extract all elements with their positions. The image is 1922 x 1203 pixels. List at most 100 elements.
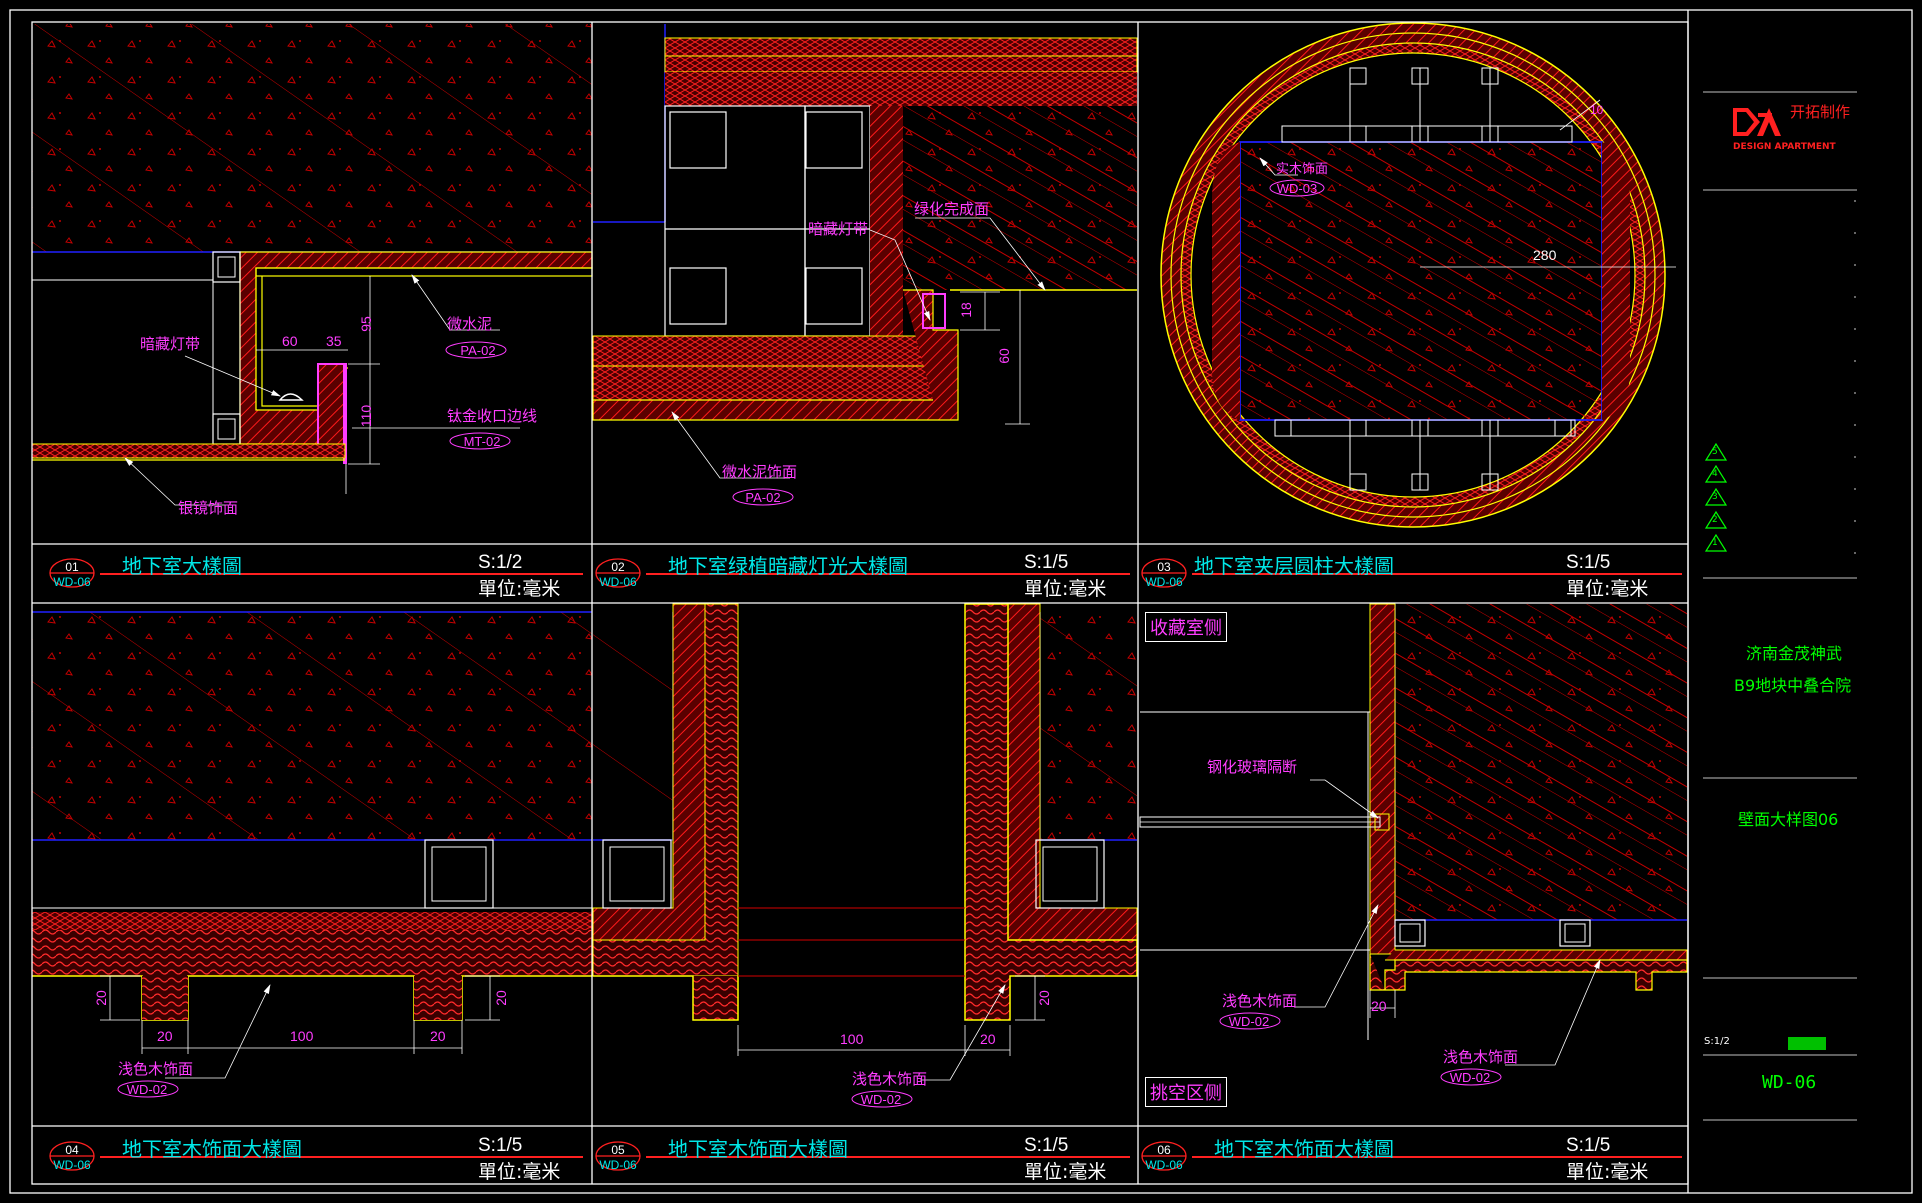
panel-01-scale: S:1/2 xyxy=(478,552,523,573)
p6-wood-b-label: 浅色木饰面 xyxy=(1443,1048,1519,1066)
company-name-en: DESIGN APARTMENT xyxy=(1733,142,1836,152)
p5-code-oval xyxy=(851,1090,913,1108)
revision-5: 5 xyxy=(1712,447,1718,457)
p1-dim-60: 60 xyxy=(282,333,298,349)
p1-titanium-code: MT-02 xyxy=(463,434,501,449)
panel-06-number: 06 xyxy=(1157,1143,1171,1157)
panel-06-scale: S:1/5 xyxy=(1566,1135,1611,1156)
panel-03-ref: WD-06 xyxy=(1145,575,1183,589)
title-block-scale: S:1/2 xyxy=(1704,1036,1730,1047)
p1-code-oval-b xyxy=(449,432,511,450)
drawing-number: WD-06 xyxy=(1762,1072,1817,1093)
panel-06-ref: WD-06 xyxy=(1145,1158,1183,1172)
project-name-line1: 济南金茂神武 xyxy=(1746,644,1843,663)
p5-dim-100: 100 xyxy=(840,1031,864,1047)
revision-2: 2 xyxy=(1712,515,1718,525)
p3-code-oval xyxy=(1269,179,1325,197)
p1-microcement-code: PA-02 xyxy=(460,343,496,358)
p1-dim-35: 35 xyxy=(326,333,342,349)
p5-dim-20-side: 20 xyxy=(1035,990,1052,1006)
panel-bubbles xyxy=(49,558,1187,1171)
title-underlines xyxy=(100,573,1682,1158)
panel-05-title: 地下室木饰面大樣圖 xyxy=(668,1137,848,1161)
p4-dim-20-b: 20 xyxy=(430,1028,446,1044)
panel-02-title: 地下室绿植暗藏灯光大樣圖 xyxy=(668,554,908,578)
panel-01-number: 01 xyxy=(65,560,79,574)
panel-03-scale: S:1/5 xyxy=(1566,552,1611,573)
p6-zone-top: 收藏室侧 xyxy=(1145,612,1227,642)
company-name-cn: 开拓制作 xyxy=(1790,103,1851,121)
p4-dim-20-left: 20 xyxy=(92,990,109,1006)
p1-light-label: 暗藏灯带 xyxy=(140,335,201,353)
p6-wood-b-code: WD-02 xyxy=(1449,1070,1491,1085)
panel-01-unit: 單位:毫米 xyxy=(478,578,561,600)
panel-01-title: 地下室大樣圖 xyxy=(122,554,242,578)
p4-dim-20-right: 20 xyxy=(492,990,509,1006)
p6-zone-bottom: 挑空区侧 xyxy=(1145,1077,1227,1107)
p2-dim-18: 18 xyxy=(957,302,974,318)
panel-05-number: 05 xyxy=(611,1143,625,1157)
p3-dim-10: 10 xyxy=(1590,103,1604,117)
p4-code-oval xyxy=(117,1080,179,1098)
panel-04-title: 地下室木饰面大樣圖 xyxy=(122,1137,302,1161)
p5-wood-code: WD-02 xyxy=(860,1092,902,1107)
status-block xyxy=(1788,1037,1826,1050)
p6-wood-a-label: 浅色木饰面 xyxy=(1222,992,1298,1010)
p2-code-oval xyxy=(732,488,794,506)
p6-glass-label: 钢化玻璃隔断 xyxy=(1207,758,1298,776)
panel-04-drawing xyxy=(32,611,592,1079)
p6-wood-a-code: WD-02 xyxy=(1228,1014,1270,1029)
p2-light-label: 暗藏灯带 xyxy=(808,220,869,238)
panel-01-drawing xyxy=(31,24,593,506)
p6-dim-20: 20 xyxy=(1371,998,1387,1014)
panel-05-drawing xyxy=(592,603,1138,1081)
panel-02-scale: S:1/5 xyxy=(1024,552,1069,573)
panel-04-number: 04 xyxy=(65,1143,79,1157)
p1-code-oval-a xyxy=(445,341,507,359)
panel-03-title: 地下室夹层圆柱大樣圖 xyxy=(1194,554,1394,578)
p5-wood-label: 浅色木饰面 xyxy=(852,1070,928,1088)
p1-dim-95: 95 xyxy=(357,316,374,332)
p2-green-label: 绿化完成面 xyxy=(914,200,990,218)
panel-03-number: 03 xyxy=(1157,560,1171,574)
p4-dim-20-a: 20 xyxy=(157,1028,173,1044)
p2-dim-60: 60 xyxy=(995,348,1012,364)
p1-dim-110: 110 xyxy=(358,404,375,428)
company-logo xyxy=(1733,108,1781,136)
p1-titanium-label: 钛金收口边线 xyxy=(447,407,538,425)
panel-05-ref: WD-06 xyxy=(599,1158,637,1172)
panel-06-unit: 單位:毫米 xyxy=(1566,1161,1649,1183)
p4-wood-label: 浅色木饰面 xyxy=(118,1060,194,1078)
revision-triangles xyxy=(1704,442,1728,552)
p4-wood-code: WD-02 xyxy=(126,1082,168,1097)
panel-03-unit: 單位:毫米 xyxy=(1566,578,1649,600)
panel-06-title: 地下室木饰面大樣圖 xyxy=(1214,1137,1394,1161)
panel-02-unit: 單位:毫米 xyxy=(1024,578,1107,600)
p2-microcement-code: PA-02 xyxy=(745,490,781,505)
p3-dim-280: 280 xyxy=(1533,247,1557,263)
panel-05-unit: 單位:毫米 xyxy=(1024,1161,1107,1183)
p3-wood-code: WD-03 xyxy=(1276,181,1318,196)
p6-code-oval-b xyxy=(1440,1068,1502,1086)
project-name-line2: B9地块中叠合院 xyxy=(1734,676,1852,695)
panel-04-unit: 單位:毫米 xyxy=(478,1161,561,1183)
revision-4: 4 xyxy=(1712,469,1718,479)
drawing-title: 壁面大样图06 xyxy=(1738,810,1839,829)
p1-mirror-label: 银镜饰面 xyxy=(178,499,239,517)
panel-01-ref: WD-06 xyxy=(53,575,91,589)
p1-microcement-label: 微水泥 xyxy=(447,315,493,333)
panel-03-drawing xyxy=(1160,22,1676,528)
panel-02-drawing xyxy=(592,24,1138,479)
panel-02-ref: WD-06 xyxy=(599,575,637,589)
title-block xyxy=(1703,91,1857,1121)
p2-microcement-label: 微水泥饰面 xyxy=(722,463,798,481)
p6-code-oval-a xyxy=(1219,1012,1281,1030)
panel-04-ref: WD-06 xyxy=(53,1158,91,1172)
p5-dim-20-bottom: 20 xyxy=(980,1031,996,1047)
p4-dim-100: 100 xyxy=(290,1028,314,1044)
panel-05-scale: S:1/5 xyxy=(1024,1135,1069,1156)
panel-04-scale: S:1/5 xyxy=(478,1135,523,1156)
revision-3: 3 xyxy=(1712,492,1718,502)
p3-wood-label: 实木饰面 xyxy=(1276,162,1329,177)
